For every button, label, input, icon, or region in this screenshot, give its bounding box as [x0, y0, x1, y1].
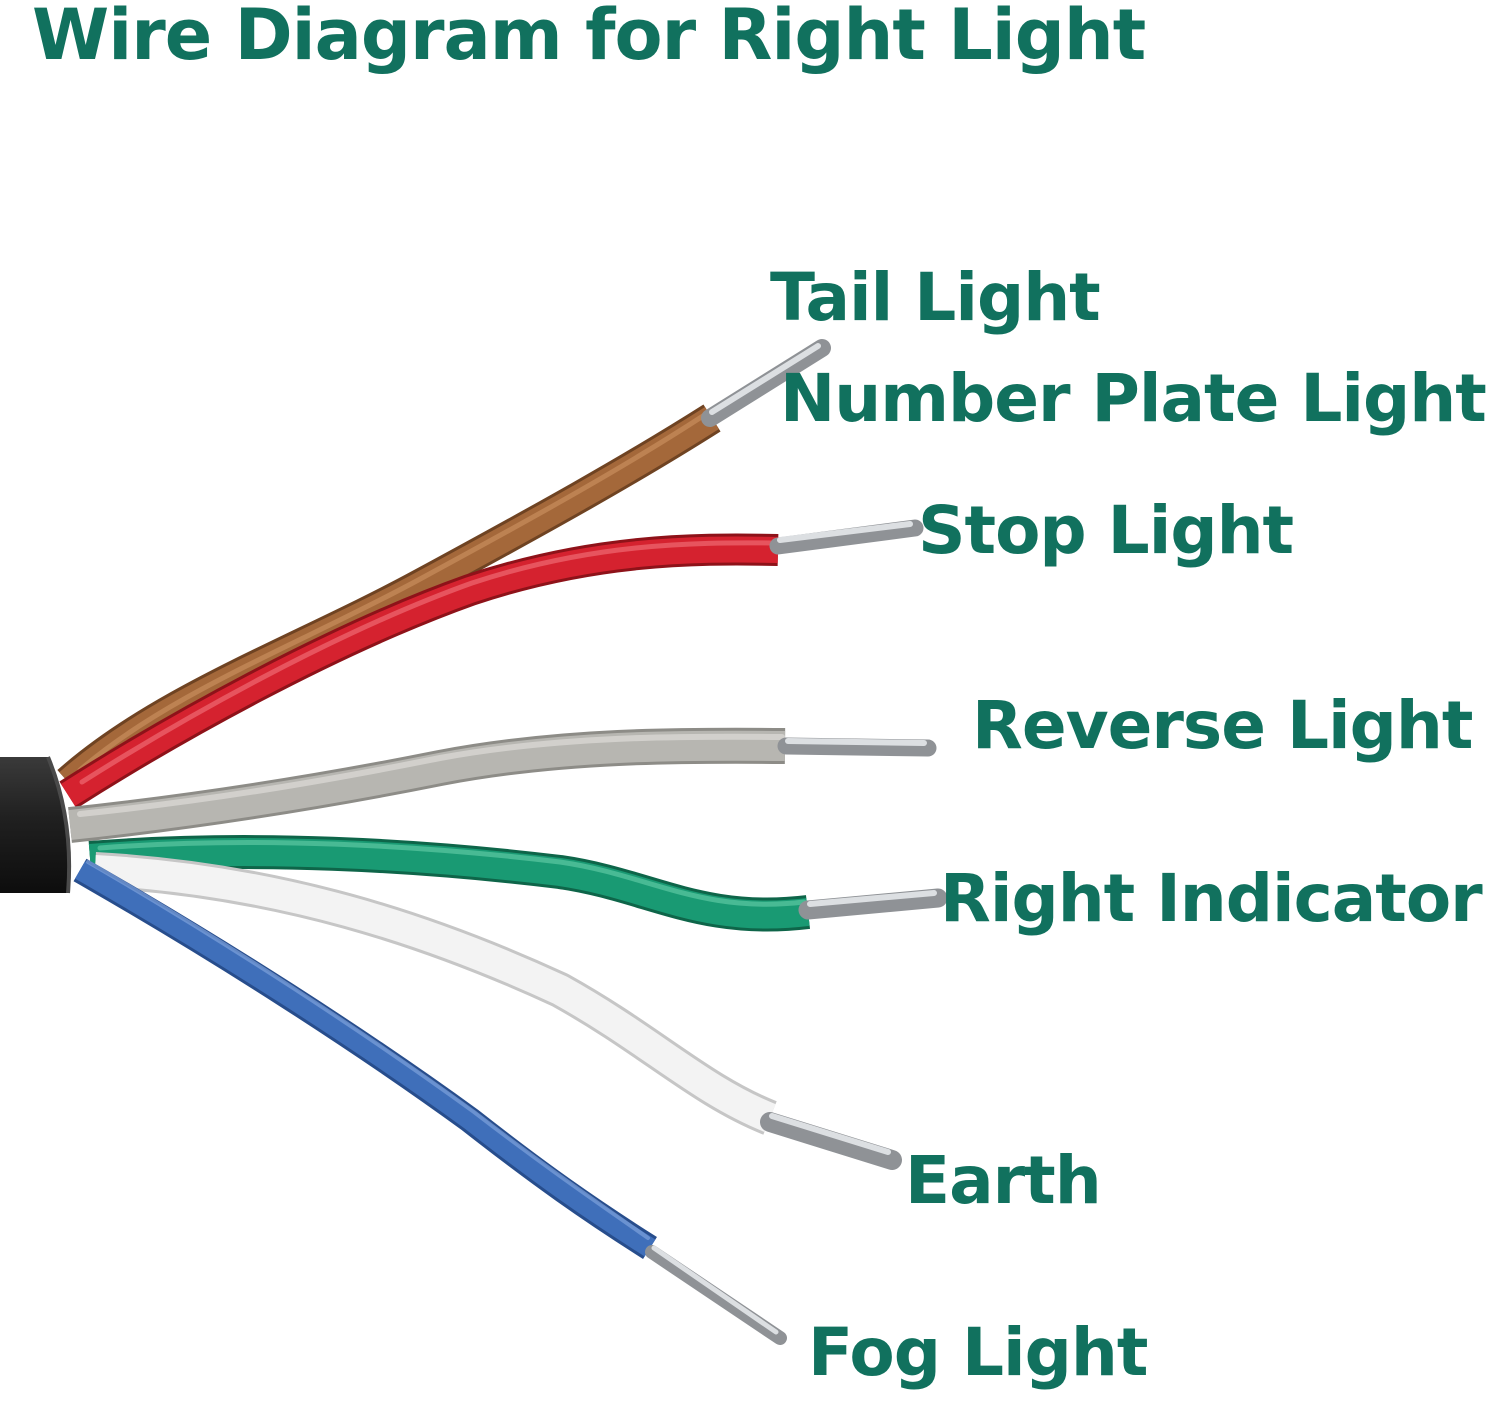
label-reverse-light: Reverse Light [972, 687, 1473, 764]
label-number-plate-light: Number Plate Light [780, 360, 1487, 437]
label-tail-light: Tail Light [770, 259, 1101, 336]
wire-white-insulation [94, 855, 776, 1132]
wire-brown-strand-shine [709, 343, 821, 415]
wire-blue [73, 858, 787, 1345]
label-stop-light: Stop Light [918, 492, 1294, 569]
wire-white-strand-shine [769, 1113, 891, 1155]
wire-red-highlight [79, 540, 777, 785]
wire-green-insulation [88, 838, 810, 929]
wire-grey-strand [777, 737, 937, 757]
wire-blue-insulation [75, 861, 656, 1257]
wire-brown-highlight [77, 411, 709, 773]
wire-green-strand [798, 888, 948, 920]
wire-brown-strand [701, 339, 831, 427]
wire-red [59, 519, 924, 809]
wire-red-insulation [61, 536, 779, 806]
label-right-indicator: Right Indicator [940, 860, 1483, 937]
wire-grey-strand-shine [785, 738, 927, 746]
cable-sheath [0, 757, 70, 893]
label-earth: Earth [905, 1142, 1102, 1219]
wire-blue-strand-shine [651, 1245, 779, 1335]
wire-grey-insulation [68, 730, 786, 840]
wire-red-strand [769, 519, 924, 555]
wire-grey [68, 727, 937, 843]
wire-green-strand-shine [807, 890, 937, 907]
diagram-title: Wire Diagram for Right Light [32, 0, 1146, 76]
wire-white [94, 852, 902, 1170]
wire-green-highlight [97, 840, 807, 907]
wire-blue-highlight [86, 860, 650, 1240]
wire-grey-highlight [77, 733, 785, 817]
wire-blue-strand [645, 1245, 787, 1345]
wire-brown-insulation [59, 407, 719, 792]
label-fog-light: Fog Light [808, 1314, 1148, 1391]
wire-white-strand [760, 1112, 902, 1170]
cable-sheath-edge [46, 756, 72, 894]
wire-red-strand-shine [777, 521, 913, 543]
wire-brown [57, 339, 831, 794]
wire-green [88, 835, 948, 932]
